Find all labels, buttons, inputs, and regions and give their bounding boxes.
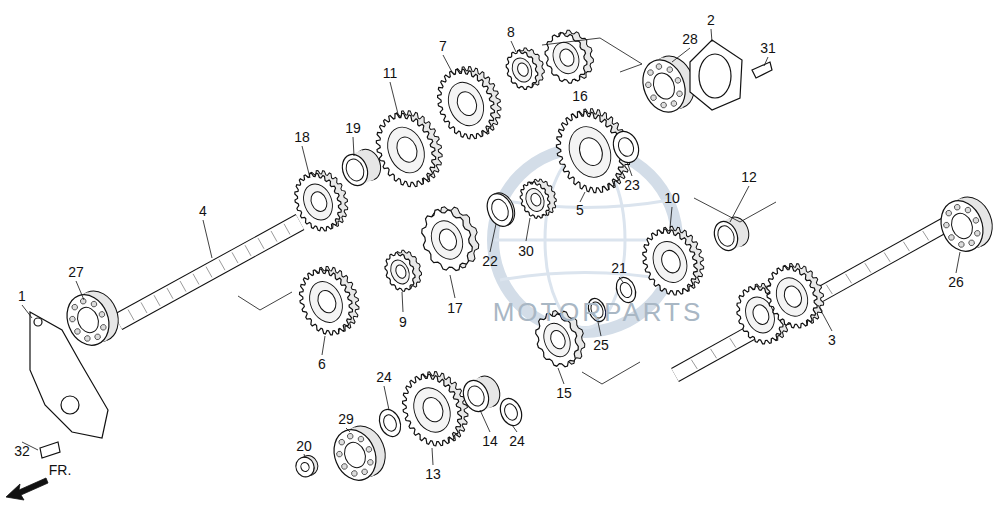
callout-number: 3 — [828, 333, 836, 347]
washer — [483, 189, 520, 230]
callout-number: 20 — [296, 439, 312, 453]
callout-number: 31 — [760, 41, 776, 55]
callout-number: 2 — [707, 13, 715, 27]
callout-number: 25 — [593, 338, 609, 352]
callout-number: 19 — [345, 121, 361, 135]
dog-ring — [538, 24, 601, 89]
callout-number: 5 — [576, 203, 584, 217]
nut — [293, 453, 321, 480]
shaft — [118, 222, 300, 322]
callout-number: 8 — [507, 25, 515, 39]
ball-bearing — [60, 285, 126, 352]
bushing — [380, 246, 427, 296]
callout-number: 18 — [294, 130, 310, 144]
callout-number: 14 — [482, 434, 498, 448]
callout-number: 13 — [425, 467, 441, 481]
callout-number: 7 — [439, 39, 447, 53]
washer — [375, 406, 404, 439]
collar — [459, 372, 504, 415]
callout-number: 26 — [948, 275, 964, 289]
callout-number: 4 — [199, 204, 207, 218]
callout-number: 28 — [682, 32, 698, 46]
bearing-balls — [331, 428, 380, 482]
callout-number: 17 — [447, 301, 463, 315]
needle-bearing — [515, 175, 562, 223]
callout-number: 16 — [572, 89, 588, 103]
gear — [392, 363, 478, 455]
bearing-balls — [938, 199, 987, 253]
washer — [496, 395, 525, 428]
gear — [428, 58, 511, 147]
plates-bolts — [30, 40, 772, 458]
callout-number: 23 — [624, 178, 640, 192]
ball-bearing — [934, 191, 1000, 258]
callout-number: 9 — [399, 315, 407, 329]
bearing-balls — [64, 293, 113, 347]
front-arrow — [6, 478, 48, 500]
callout-number: 1 — [18, 289, 26, 303]
dog-gear — [413, 199, 488, 279]
callout-number: 6 — [318, 357, 326, 371]
gear — [545, 99, 642, 203]
callout-number: 21 — [611, 261, 627, 275]
callout-number: 27 — [68, 265, 84, 279]
callout-number: 12 — [741, 170, 757, 184]
callout-number: 29 — [338, 412, 354, 426]
splined-sleeve — [501, 43, 550, 94]
callout-number: 11 — [383, 66, 398, 80]
watermark-text: MOTORPARTS — [493, 299, 704, 325]
group-brackets — [238, 38, 776, 384]
gear — [758, 256, 833, 336]
direction-label: FR. — [49, 463, 72, 477]
callout-number: 24 — [376, 370, 392, 384]
washer — [609, 128, 643, 167]
shaft — [675, 225, 945, 375]
callout-number: 10 — [664, 191, 680, 205]
gear — [366, 102, 453, 196]
callout-number: 30 — [518, 244, 534, 258]
leader-lines — [22, 29, 960, 465]
gear — [633, 218, 713, 303]
gear — [290, 258, 368, 342]
callout-number: 32 — [14, 444, 30, 458]
callout-number: 24 — [509, 434, 525, 448]
bearing-balls — [640, 58, 689, 113]
callout-number: 15 — [556, 386, 572, 400]
callout-number: 22 — [482, 254, 498, 268]
